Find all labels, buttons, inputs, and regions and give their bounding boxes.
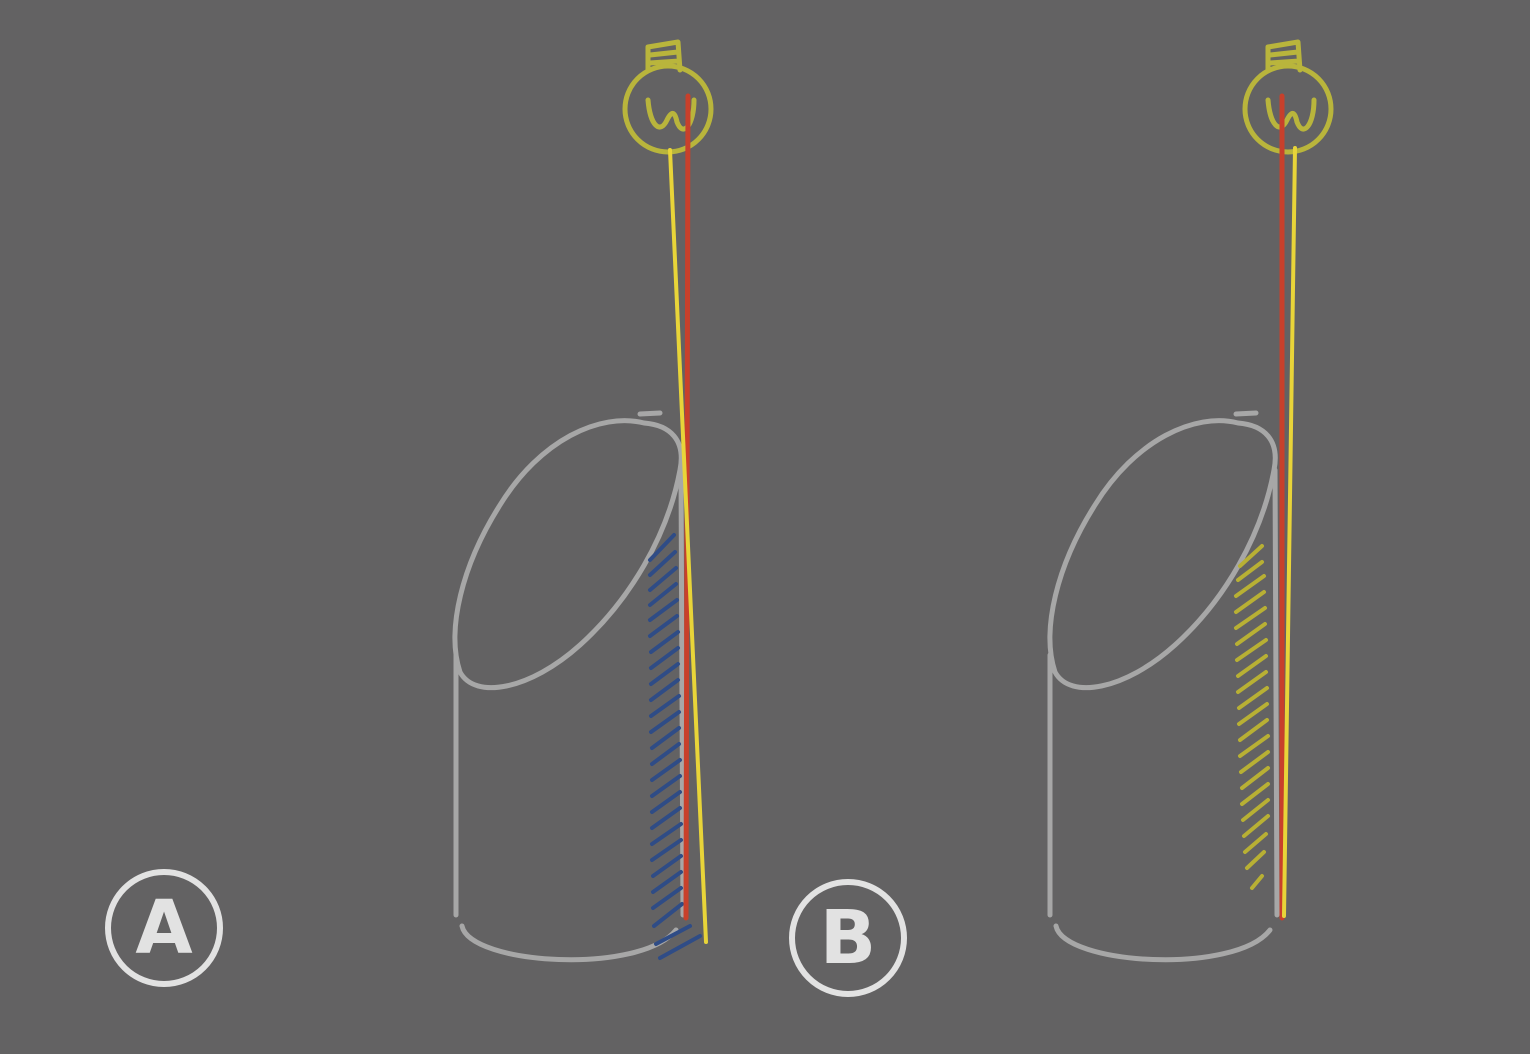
- light-hatch-b: [1234, 544, 1270, 890]
- bulb-b-filament: [1265, 97, 1317, 132]
- label-b-circle: [789, 879, 907, 997]
- ray-yellow-b: [1282, 146, 1297, 918]
- light-bulb-icon: [1242, 39, 1334, 155]
- panel-b: B: [789, 39, 1334, 997]
- panel-a: A: [105, 39, 714, 987]
- cylinder-a: [452, 410, 686, 963]
- cylinder-b-bottom-arc: [1053, 923, 1273, 963]
- label-a-badge: A: [105, 869, 223, 987]
- cylinder-b: [1047, 410, 1280, 963]
- bulb-b-globe: [1242, 63, 1334, 155]
- cylinder-b-right-side: [1272, 467, 1280, 918]
- cylinder-a-right-side: [678, 467, 686, 918]
- cylinder-a-bottom-arc: [459, 923, 679, 963]
- cylinder-a-top-dash: [637, 410, 663, 417]
- bulb-b-cap: [1265, 39, 1303, 73]
- label-a-text: A: [135, 885, 192, 971]
- label-b-text: B: [820, 895, 876, 981]
- cylinder-b-top-ellipse: [1047, 418, 1278, 691]
- shadow-hatch-a: [648, 533, 702, 960]
- label-b-badge: B: [789, 879, 907, 997]
- bulb-a-globe: [622, 63, 714, 155]
- light-bulb-icon: [622, 39, 714, 155]
- bulb-a-cap: [645, 39, 683, 73]
- label-a-circle: [105, 869, 223, 987]
- cylinder-a-top-ellipse: [452, 418, 684, 691]
- ray-yellow-a: [668, 148, 708, 944]
- cylinder-b-top-dash: [1233, 410, 1259, 417]
